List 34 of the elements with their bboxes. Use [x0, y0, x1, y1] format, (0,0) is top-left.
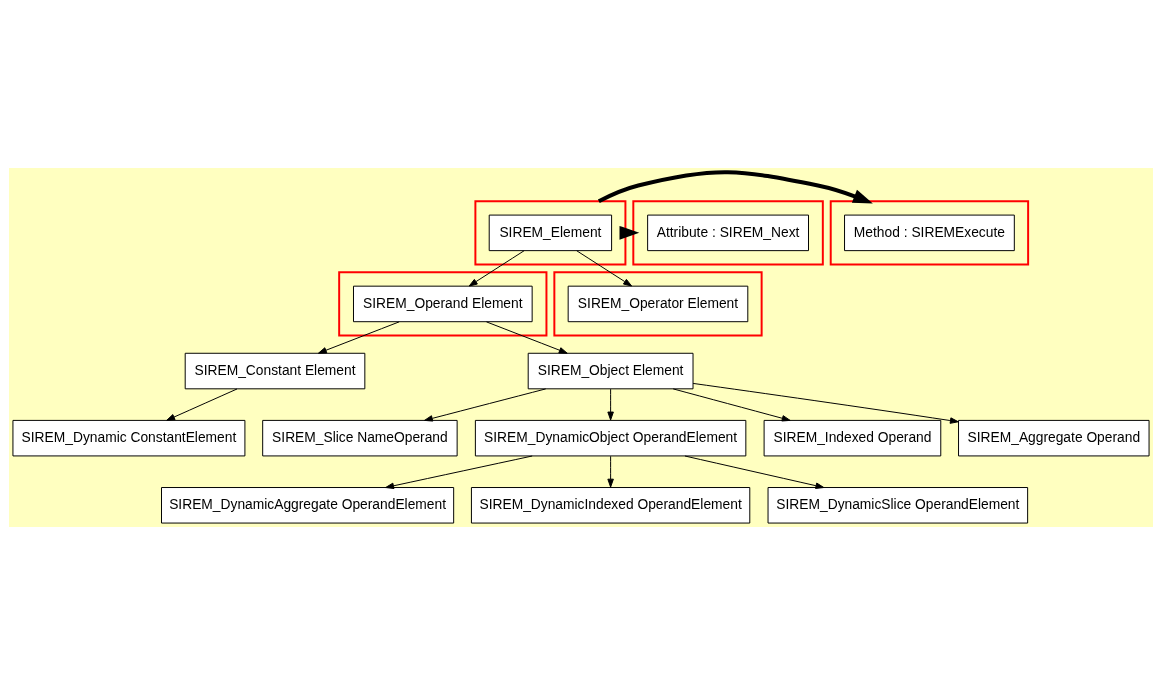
node-box: SIREM_DynamicSlice OperandElement — [767, 487, 1029, 524]
arrow — [597, 170, 873, 204]
arrow — [692, 382, 959, 424]
arrow — [485, 321, 568, 354]
arrow — [619, 225, 640, 240]
node-box: Method : SIREMExecute — [844, 214, 1015, 252]
node-box: SIREM_DynamicObject OperandElement — [474, 419, 747, 457]
node-box: SIREM_Indexed Operand — [763, 419, 942, 457]
arrow — [576, 250, 633, 287]
arrow — [607, 388, 614, 421]
node-box: SIREM_Dynamic ConstantElement — [12, 419, 246, 457]
cluster — [632, 200, 824, 266]
cluster — [474, 200, 627, 266]
arrow — [166, 388, 238, 421]
node-box: SIREM_DynamicIndexed OperandElement — [470, 487, 751, 524]
arrow — [684, 455, 825, 489]
node-box: SIREM_Operator Element — [567, 285, 749, 323]
arrow — [424, 388, 547, 422]
node-box: SIREM_Object Element — [527, 352, 694, 390]
arrow — [672, 388, 791, 422]
node-box: SIREM_Aggregate Operand — [958, 419, 1150, 457]
arrow — [468, 250, 525, 287]
arrow — [317, 321, 400, 354]
node-box: SIREM_DynamicAggregate OperandElement — [161, 487, 455, 524]
node-box: Attribute : SIREM_Next — [647, 214, 809, 252]
node-box: SIREM_Constant Element — [184, 352, 366, 390]
node-box: SIREM_Slice NameOperand — [262, 419, 458, 457]
arrow — [607, 455, 614, 488]
cluster — [829, 200, 1030, 266]
cluster — [338, 271, 548, 337]
arrow — [385, 455, 533, 490]
node-box: SIREM_Element — [488, 214, 613, 252]
cluster — [553, 271, 763, 337]
node-box: SIREM_Operand Element — [353, 285, 533, 323]
